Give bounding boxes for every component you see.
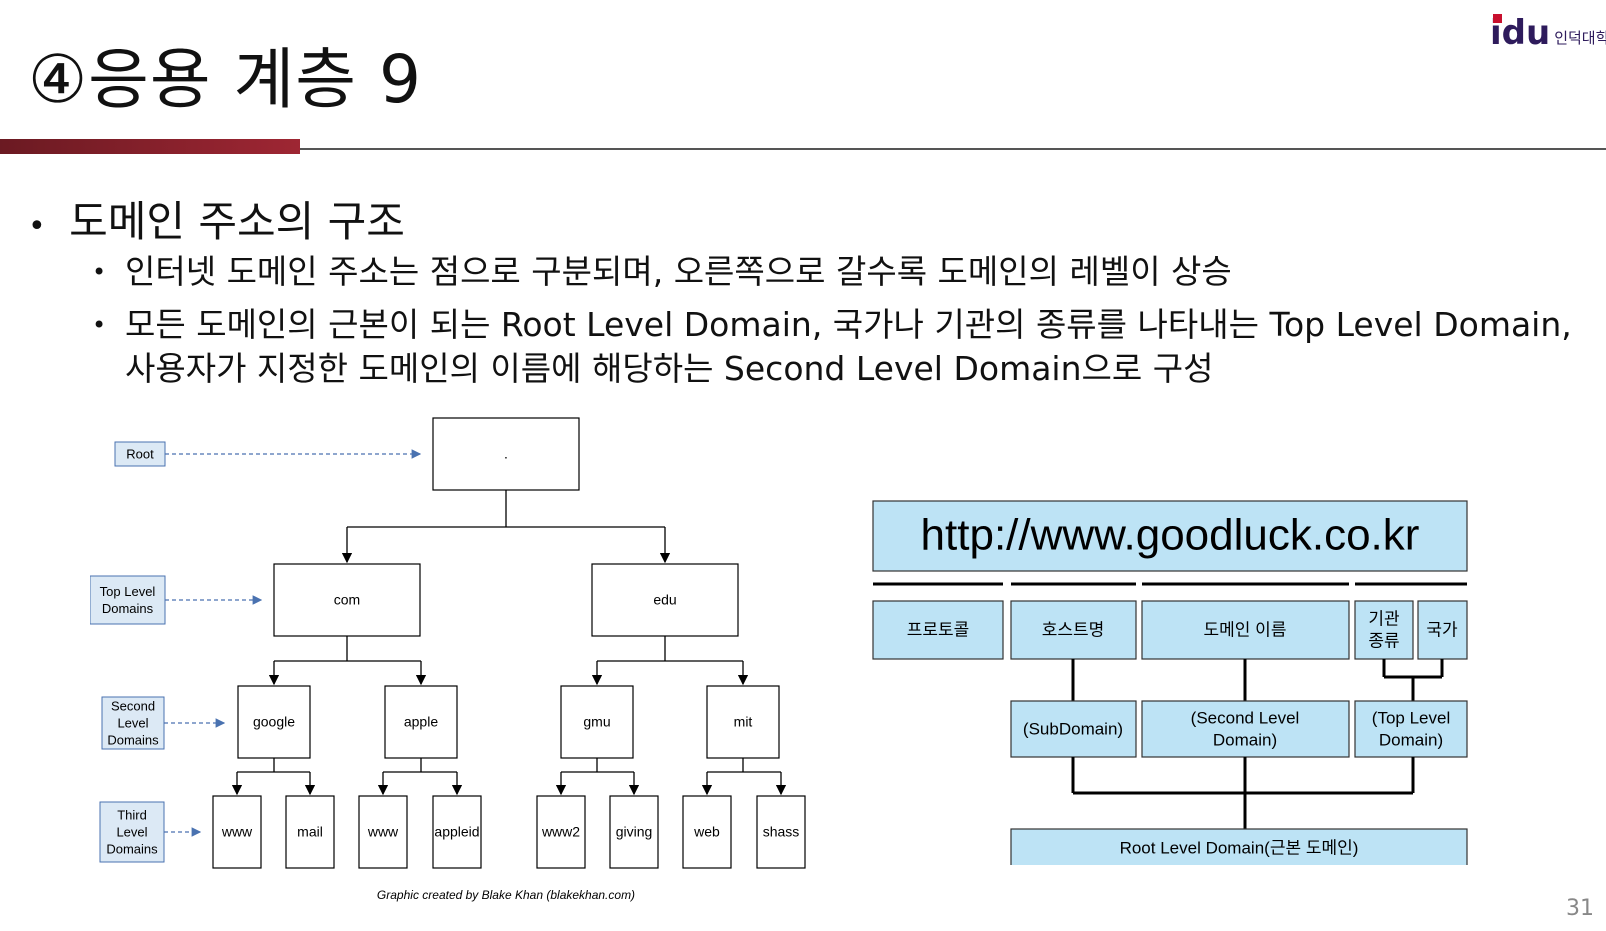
domain-tree-diagram: . com edu google apple gmu mit www mail www applei… <box>90 417 806 902</box>
part-protocol-label: 프로토콜 <box>907 620 970 639</box>
url-banner-box <box>872 500 1468 572</box>
url-structure-diagram: http://www.goodluck.co.kr 프로토콜 호스트명 도메인 이름 기… <box>872 500 1468 865</box>
side-label-second-label: Second <box>111 698 155 713</box>
level-top-label: (Top Level <box>1372 708 1450 727</box>
side-label-second-label: Domains <box>107 732 159 747</box>
level-root-label: Root Level Domain(근본 도메인) <box>1120 838 1359 857</box>
tld-node-com-box <box>273 563 421 637</box>
tld-node-edu-box <box>591 563 739 637</box>
level-top-label: Domain) <box>1379 730 1443 749</box>
third-node-www-box <box>212 795 262 869</box>
side-label-third-label: Third <box>117 807 147 822</box>
side-label-third-label: Domains <box>106 841 158 856</box>
level-second-label: (Second Level <box>1191 708 1300 727</box>
third-node-appleid-label: appleid <box>434 824 479 840</box>
level-sub-box <box>1010 700 1137 758</box>
sld-node-mit-box <box>706 685 780 759</box>
third-node-mail-label: mail <box>297 824 323 840</box>
third-node-giving-box <box>609 795 659 869</box>
bullet-sub-1: • 인터넷 도메인 주소는 점으로 구분되며, 오른쪽으로 갈수록 도메인의 레… <box>92 250 1592 294</box>
third-node-web-box <box>682 795 732 869</box>
bullet-sub-2-text: 모든 도메인의 근본이 되는 Root Level Domain, 국가나 기관… <box>125 305 1572 388</box>
third-node-giving-label: giving <box>616 824 653 840</box>
third-node-shass-box <box>756 795 806 869</box>
part-org-type-label: 종류 <box>1368 631 1399 650</box>
logo-dot-icon <box>1493 14 1502 23</box>
bullet-sub-1-text: 인터넷 도메인 주소는 점으로 구분되며, 오른쪽으로 갈수록 도메인의 레벨이… <box>125 252 1232 291</box>
sld-node-apple-box <box>384 685 458 759</box>
level-sub-label: (SubDomain) <box>1023 719 1123 738</box>
level-root-box <box>1010 828 1468 865</box>
sld-node-google-label: google <box>253 714 295 730</box>
side-label-second-label: Level <box>117 715 148 730</box>
third-node-www2-box <box>536 795 586 869</box>
logo: idu 인덕대학교 <box>1490 8 1606 50</box>
third-node-www-box <box>358 795 408 869</box>
part-domain-name-label: 도메인 이름 <box>1204 620 1287 639</box>
side-label-root-label: Root <box>126 446 154 461</box>
sld-node-apple-label: apple <box>404 714 438 730</box>
tld-node-edu-label: edu <box>653 592 676 608</box>
tld-node-com-label: com <box>334 592 360 608</box>
sld-node-gmu-label: gmu <box>583 714 610 730</box>
title-accent-bar <box>0 139 300 154</box>
part-host-box <box>1010 600 1137 660</box>
third-node-www-label: www <box>367 824 399 840</box>
bullet-main-text: 도메인 주소의 구조 <box>69 197 405 246</box>
part-country-label: 국가 <box>1426 620 1458 639</box>
third-node-web-label: web <box>693 824 720 840</box>
part-host-label: 호스트명 <box>1042 620 1105 639</box>
sld-node-mit-label: mit <box>734 714 753 730</box>
side-label-root-box <box>114 441 166 467</box>
third-node-www2-label: www2 <box>541 824 580 840</box>
third-node-mail-box <box>285 795 335 869</box>
side-label-second-box <box>101 696 165 750</box>
level-second-label: Domain) <box>1213 730 1277 749</box>
part-country-box <box>1417 600 1468 660</box>
root-node-label: . <box>504 446 508 462</box>
part-domain-name-box <box>1141 600 1350 660</box>
third-node-shass-label: shass <box>763 824 800 840</box>
sld-node-google-box <box>237 685 311 759</box>
side-label-top-label: Domains <box>102 601 154 616</box>
side-label-top-label: Top Level <box>100 584 156 599</box>
bullet-main: • 도메인 주소의 구조 <box>28 197 405 246</box>
page-number: 31 <box>1566 896 1594 921</box>
third-node-www-label: www <box>221 824 253 840</box>
sld-node-gmu-box <box>560 685 634 759</box>
side-label-top-box <box>90 575 166 625</box>
title-divider <box>300 148 1606 150</box>
part-org-type-box <box>1354 600 1414 660</box>
graphic-credit: Graphic created by Blake Khan (blakekhan… <box>377 888 635 902</box>
level-top-box <box>1354 700 1468 758</box>
bullet-sub-2: • 모든 도메인의 근본이 되는 Root Level Domain, 국가나 … <box>92 303 1582 391</box>
page-title: ④응용 계층 9 <box>28 41 422 118</box>
part-protocol-box <box>872 600 1004 660</box>
root-node-box <box>432 417 580 491</box>
level-second-box <box>1141 700 1350 758</box>
logo-name: 인덕대학교 <box>1554 29 1606 47</box>
third-node-appleid-box <box>432 795 482 869</box>
url-banner-text: http://www.goodluck.co.kr <box>921 511 1420 560</box>
logo-mark: idu <box>1490 13 1551 53</box>
part-org-type-label: 기관 <box>1368 609 1399 628</box>
side-label-third-label: Level <box>116 824 147 839</box>
